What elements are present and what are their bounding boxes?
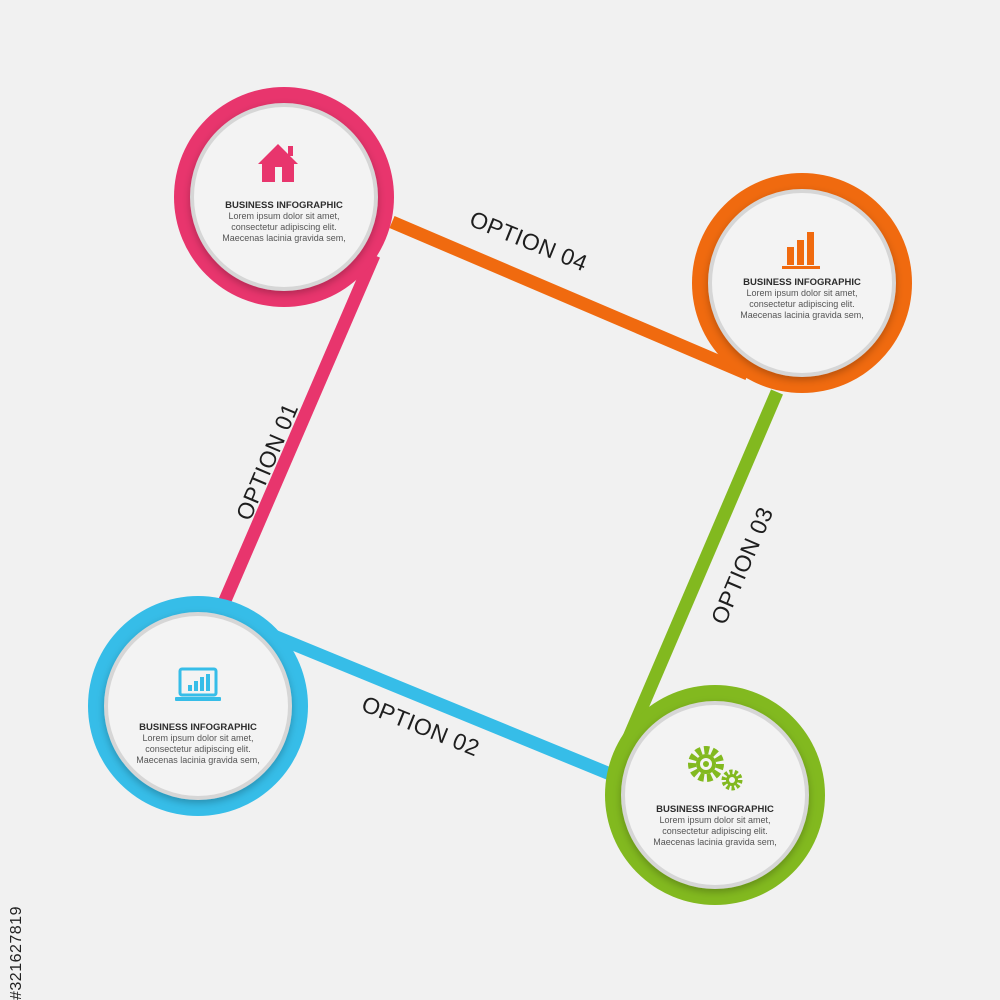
node-4: BUSINESS INFOGRAPHIC Lorem ipsum dolor s… (605, 685, 825, 905)
bar-chart-icon (782, 232, 820, 269)
node-1: BUSINESS INFOGRAPHIC Lorem ipsum dolor s… (174, 87, 394, 307)
node-3: BUSINESS INFOGRAPHIC Lorem ipsum dolor s… (88, 596, 308, 816)
node-4-line-1: Lorem ipsum dolor sit amet, (659, 815, 770, 825)
node-3-line-2: consectetur adipiscing elit. (145, 744, 251, 754)
connector-option-01 (214, 252, 380, 615)
node-2: BUSINESS INFOGRAPHIC Lorem ipsum dolor s… (692, 173, 912, 393)
connector-option-03 (621, 389, 783, 745)
laptop-chart-icon (175, 667, 221, 701)
node-4-line-2: consectetur adipiscing elit. (662, 826, 768, 836)
node-4-title: BUSINESS INFOGRAPHIC (656, 804, 774, 815)
node-2-title: BUSINESS INFOGRAPHIC (743, 277, 861, 288)
node-2-line-1: Lorem ipsum dolor sit amet, (746, 288, 857, 298)
node-3-line-3: Maecenas lacinia gravida sem, (136, 755, 260, 765)
node-3-line-1: Lorem ipsum dolor sit amet, (142, 733, 253, 743)
connector-option-02 (249, 620, 613, 781)
node-3-title: BUSINESS INFOGRAPHIC (139, 722, 257, 733)
node-2-line-3: Maecenas lacinia gravida sem, (740, 310, 864, 320)
stock-id-watermark: #321627819 (8, 906, 25, 1000)
node-1-title: BUSINESS INFOGRAPHIC (225, 200, 343, 211)
node-2-line-2: consectetur adipiscing elit. (749, 299, 855, 309)
house-icon (258, 144, 298, 182)
connector-option-04 (389, 216, 751, 380)
node-4-line-3: Maecenas lacinia gravida sem, (653, 837, 777, 847)
node-1-line-1: Lorem ipsum dolor sit amet, (228, 211, 339, 221)
node-1-line-2: consectetur adipiscing elit. (231, 222, 337, 232)
gears-icon (688, 746, 743, 791)
node-1-line-3: Maecenas lacinia gravida sem, (222, 233, 346, 243)
